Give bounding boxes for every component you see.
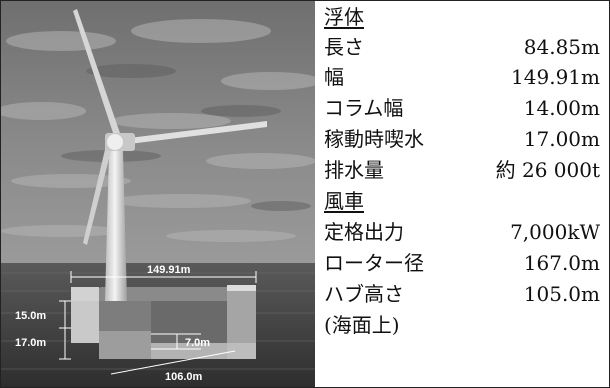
spec-label: 稼動時喫水: [324, 127, 424, 151]
spec-value: 149.91m: [511, 65, 600, 89]
float-heading: 浮体: [324, 5, 364, 29]
pontoon-height-dimension-label: 7.0m: [185, 337, 210, 349]
spec-value: 約 26 000t: [495, 158, 600, 182]
dimension-lines: [59, 271, 257, 375]
length-dimension-label: 149.91m: [147, 264, 191, 276]
spec-row-rotor-diameter: ローター径 167.0m: [324, 248, 600, 278]
spec-row-operating-draft: 稼動時喫水 17.00m: [324, 124, 600, 154]
turbine-rendering-svg: 149.91m 15.0m 17.0m 7.0m 106.0m: [1, 1, 315, 387]
tower: [105, 151, 127, 301]
spec-label: 定格出力: [324, 220, 404, 244]
spec-value: 105.0m: [523, 282, 600, 306]
spec-row-width: 幅 149.91m: [324, 62, 600, 92]
spec-row-displacement: 排水量 約 26 000t: [324, 155, 600, 185]
spec-note-row: (海面上): [324, 310, 600, 340]
width-dimension-label: 106.0m: [165, 371, 203, 383]
spec-label: ローター径: [324, 251, 424, 275]
spec-label: 幅: [324, 65, 344, 89]
draft-dimension-label: 17.0m: [15, 337, 46, 349]
spec-row-length: 長さ 84.85m: [324, 32, 600, 62]
spec-value: 84.85m: [523, 35, 600, 59]
spec-table: 浮体 長さ 84.85m 幅 149.91m コラム幅 14.00m 稼動時喫水…: [324, 0, 604, 388]
spec-label: 排水量: [324, 158, 384, 182]
column-height-dimension-label: 15.0m: [15, 310, 46, 322]
spec-row-rated-output: 定格出力 7,000kW: [324, 217, 600, 247]
clouds: [1, 19, 315, 242]
spec-value: 7,000kW: [510, 220, 600, 244]
rotor: [73, 9, 267, 245]
turbine-rendering: 149.91m 15.0m 17.0m 7.0m 106.0m: [1, 1, 315, 387]
spec-label: 長さ: [324, 35, 364, 59]
spec-row-hub-height: ハブ高さ 105.0m: [324, 279, 600, 309]
spec-label: ハブ高さ: [324, 282, 404, 306]
spec-value: 167.0m: [523, 251, 600, 275]
spec-label: コラム幅: [324, 96, 404, 120]
turbine-heading: 風車: [324, 189, 364, 213]
hub-height-note: (海面上): [324, 313, 400, 337]
float-heading-row: 浮体: [324, 2, 600, 32]
spec-value: 17.00m: [523, 127, 600, 151]
spec-value: 14.00m: [523, 96, 600, 120]
turbine-heading-row: 風車: [324, 186, 600, 216]
spec-row-column-width: コラム幅 14.00m: [324, 93, 600, 123]
